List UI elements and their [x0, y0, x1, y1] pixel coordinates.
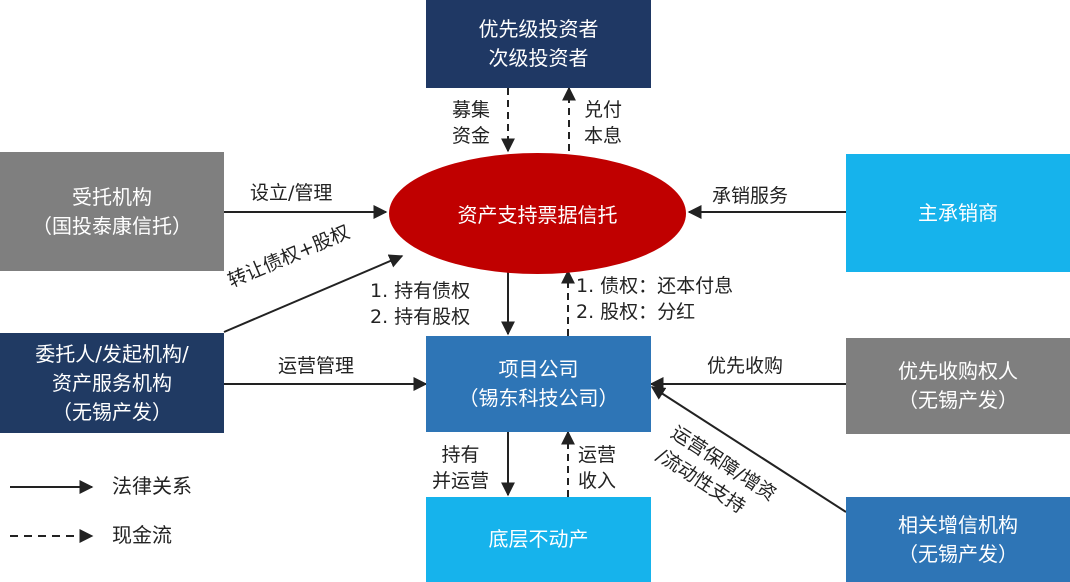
investors-line-2: 次级投资者	[488, 46, 589, 70]
label-raise-funds: 募集 资金	[452, 99, 491, 147]
originator-line-3: （无锡产发）	[52, 399, 172, 424]
project-line-2: （锡东科技公司）	[458, 386, 619, 410]
label-payout: 兑付 本息	[584, 99, 623, 147]
originator-line-1: 委托人/发起机构/	[35, 341, 189, 366]
originator-line-2: 资产服务机构	[52, 370, 172, 395]
legend-legal-label: 法律关系	[112, 474, 192, 498]
label-hold: 1. 持有债权 2. 持有股权	[370, 280, 471, 328]
underwriter-box: 主承销商	[846, 154, 1070, 272]
property-label: 底层不动产	[488, 527, 589, 551]
trustee-line-1: 受托机构	[72, 184, 152, 209]
property-box: 底层不动产	[426, 497, 651, 582]
purchaser-line-2: （无锡产发）	[898, 388, 1018, 412]
center-trust-label: 资产支持票据信托	[457, 203, 618, 227]
purchaser-box: 优先收购权人 （无锡产发）	[846, 338, 1070, 434]
label-op-income: 运营 收入	[578, 444, 617, 492]
project-line-1: 项目公司	[498, 357, 579, 381]
label-establish: 设立/管理	[250, 182, 333, 204]
investors-box: 优先级投资者 次级投资者	[426, 0, 651, 88]
label-hold-operate: 持有 并运营	[432, 444, 490, 492]
label-repay: 1. 债权：还本付息 2. 股权：分红	[576, 275, 734, 323]
trustee-box: 受托机构 （国投泰康信托）	[0, 152, 224, 271]
legend-cash-label: 现金流	[112, 523, 172, 547]
label-underwrite: 承销服务	[712, 185, 789, 207]
investors-line-1: 优先级投资者	[478, 17, 599, 41]
project-company-box: 项目公司 （锡东科技公司）	[426, 336, 651, 432]
arrow-support	[650, 386, 847, 513]
arrow-transfer	[223, 254, 404, 333]
label-operate-manage: 运营管理	[278, 355, 355, 377]
underwriter-label: 主承销商	[918, 200, 998, 225]
label-priority-purchase: 优先收购	[707, 355, 784, 377]
credit-line-1: 相关增信机构	[898, 512, 1018, 537]
center-trust-ellipse: 资产支持票据信托	[389, 153, 686, 274]
credit-box: 相关增信机构 （无锡产发）	[846, 497, 1070, 582]
purchaser-line-1: 优先收购权人	[898, 359, 1018, 383]
credit-line-2: （无锡产发）	[898, 541, 1018, 566]
trustee-line-2: （国投泰康信托）	[32, 213, 192, 238]
originator-box: 委托人/发起机构/ 资产服务机构 （无锡产发）	[0, 333, 224, 433]
